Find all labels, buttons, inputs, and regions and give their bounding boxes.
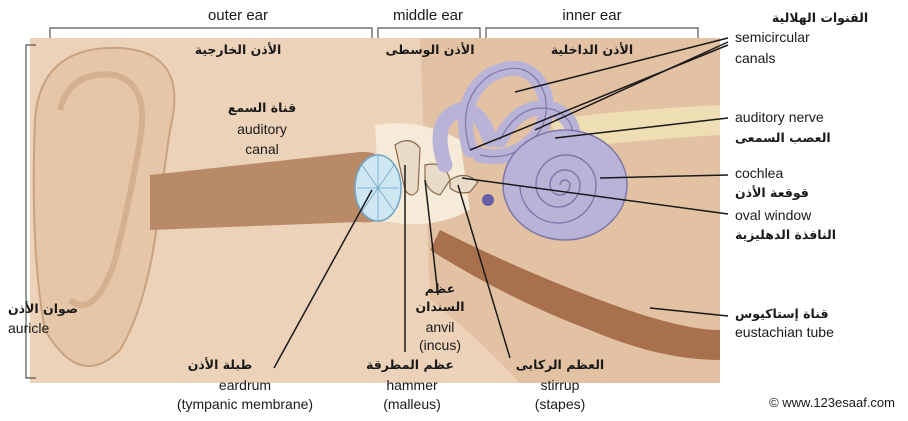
cochlea-label-ar: قوقعة الأذن bbox=[735, 185, 809, 200]
middle-ear-bracket bbox=[378, 28, 480, 38]
inner-ear-bracket bbox=[486, 28, 698, 38]
oval-window-label: oval window bbox=[735, 207, 812, 223]
anvil-label-ar-2: السندان bbox=[416, 299, 465, 314]
hammer-label-2: (malleus) bbox=[383, 396, 441, 412]
cochlea-label: cochlea bbox=[735, 165, 783, 181]
middle-ear-heading-ar: الأذن الوسطى bbox=[386, 42, 475, 57]
eustachian-label: eustachian tube bbox=[735, 324, 834, 340]
hammer-label-1: hammer bbox=[386, 377, 438, 393]
semicircular-label-1: semicircular bbox=[735, 29, 810, 45]
auditory-canal-label-ar: قناة السمع bbox=[228, 100, 296, 115]
eardrum-label-2: (tympanic membrane) bbox=[177, 396, 313, 412]
auditory-canal-label-1: auditory bbox=[237, 121, 287, 137]
middle-ear-heading: middle ear bbox=[393, 7, 463, 24]
inner-ear-heading-ar: الأذن الداخلية bbox=[551, 42, 633, 57]
outer-ear-heading-ar: الأذن الخارجية bbox=[195, 42, 282, 57]
oval-window-label-ar: النافذة الدهليزية bbox=[735, 227, 836, 242]
semicircular-label-ar: القنوات الهلالية bbox=[772, 10, 868, 25]
copyright-credit: © www.123esaaf.com bbox=[769, 395, 895, 410]
auditory-canal-label-2: canal bbox=[245, 141, 278, 157]
hammer-label-ar: عظم المطرقة bbox=[366, 357, 454, 372]
auditory-nerve-label: auditory nerve bbox=[735, 109, 824, 125]
stirrup-label-ar: العظم الركابى bbox=[516, 357, 604, 372]
inner-ear-heading: inner ear bbox=[562, 7, 621, 24]
outer-ear-bracket bbox=[50, 28, 372, 38]
auditory-nerve-label-ar: العصب السمعى bbox=[735, 130, 831, 145]
stirrup-label-2: (stapes) bbox=[535, 396, 586, 412]
outer-ear-heading: outer ear bbox=[208, 7, 268, 24]
eardrum-label-1: eardrum bbox=[219, 377, 271, 393]
stirrup-label-1: stirrup bbox=[541, 377, 580, 393]
anvil-label-2: (incus) bbox=[419, 337, 461, 353]
eardrum-label-ar: طبلة الأذن bbox=[188, 357, 253, 372]
anvil-label-ar-1: عظم bbox=[425, 281, 456, 296]
eustachian-label-ar: قناة إستاكيوس bbox=[735, 306, 829, 321]
auricle-label: auricle bbox=[8, 320, 49, 336]
auricle-label-ar: صوان الأذن bbox=[8, 301, 78, 316]
cochlea-shape bbox=[503, 130, 627, 240]
semicircular-label-2: canals bbox=[735, 50, 775, 66]
anvil-label-1: anvil bbox=[426, 319, 455, 335]
round-window-dot bbox=[482, 194, 494, 206]
